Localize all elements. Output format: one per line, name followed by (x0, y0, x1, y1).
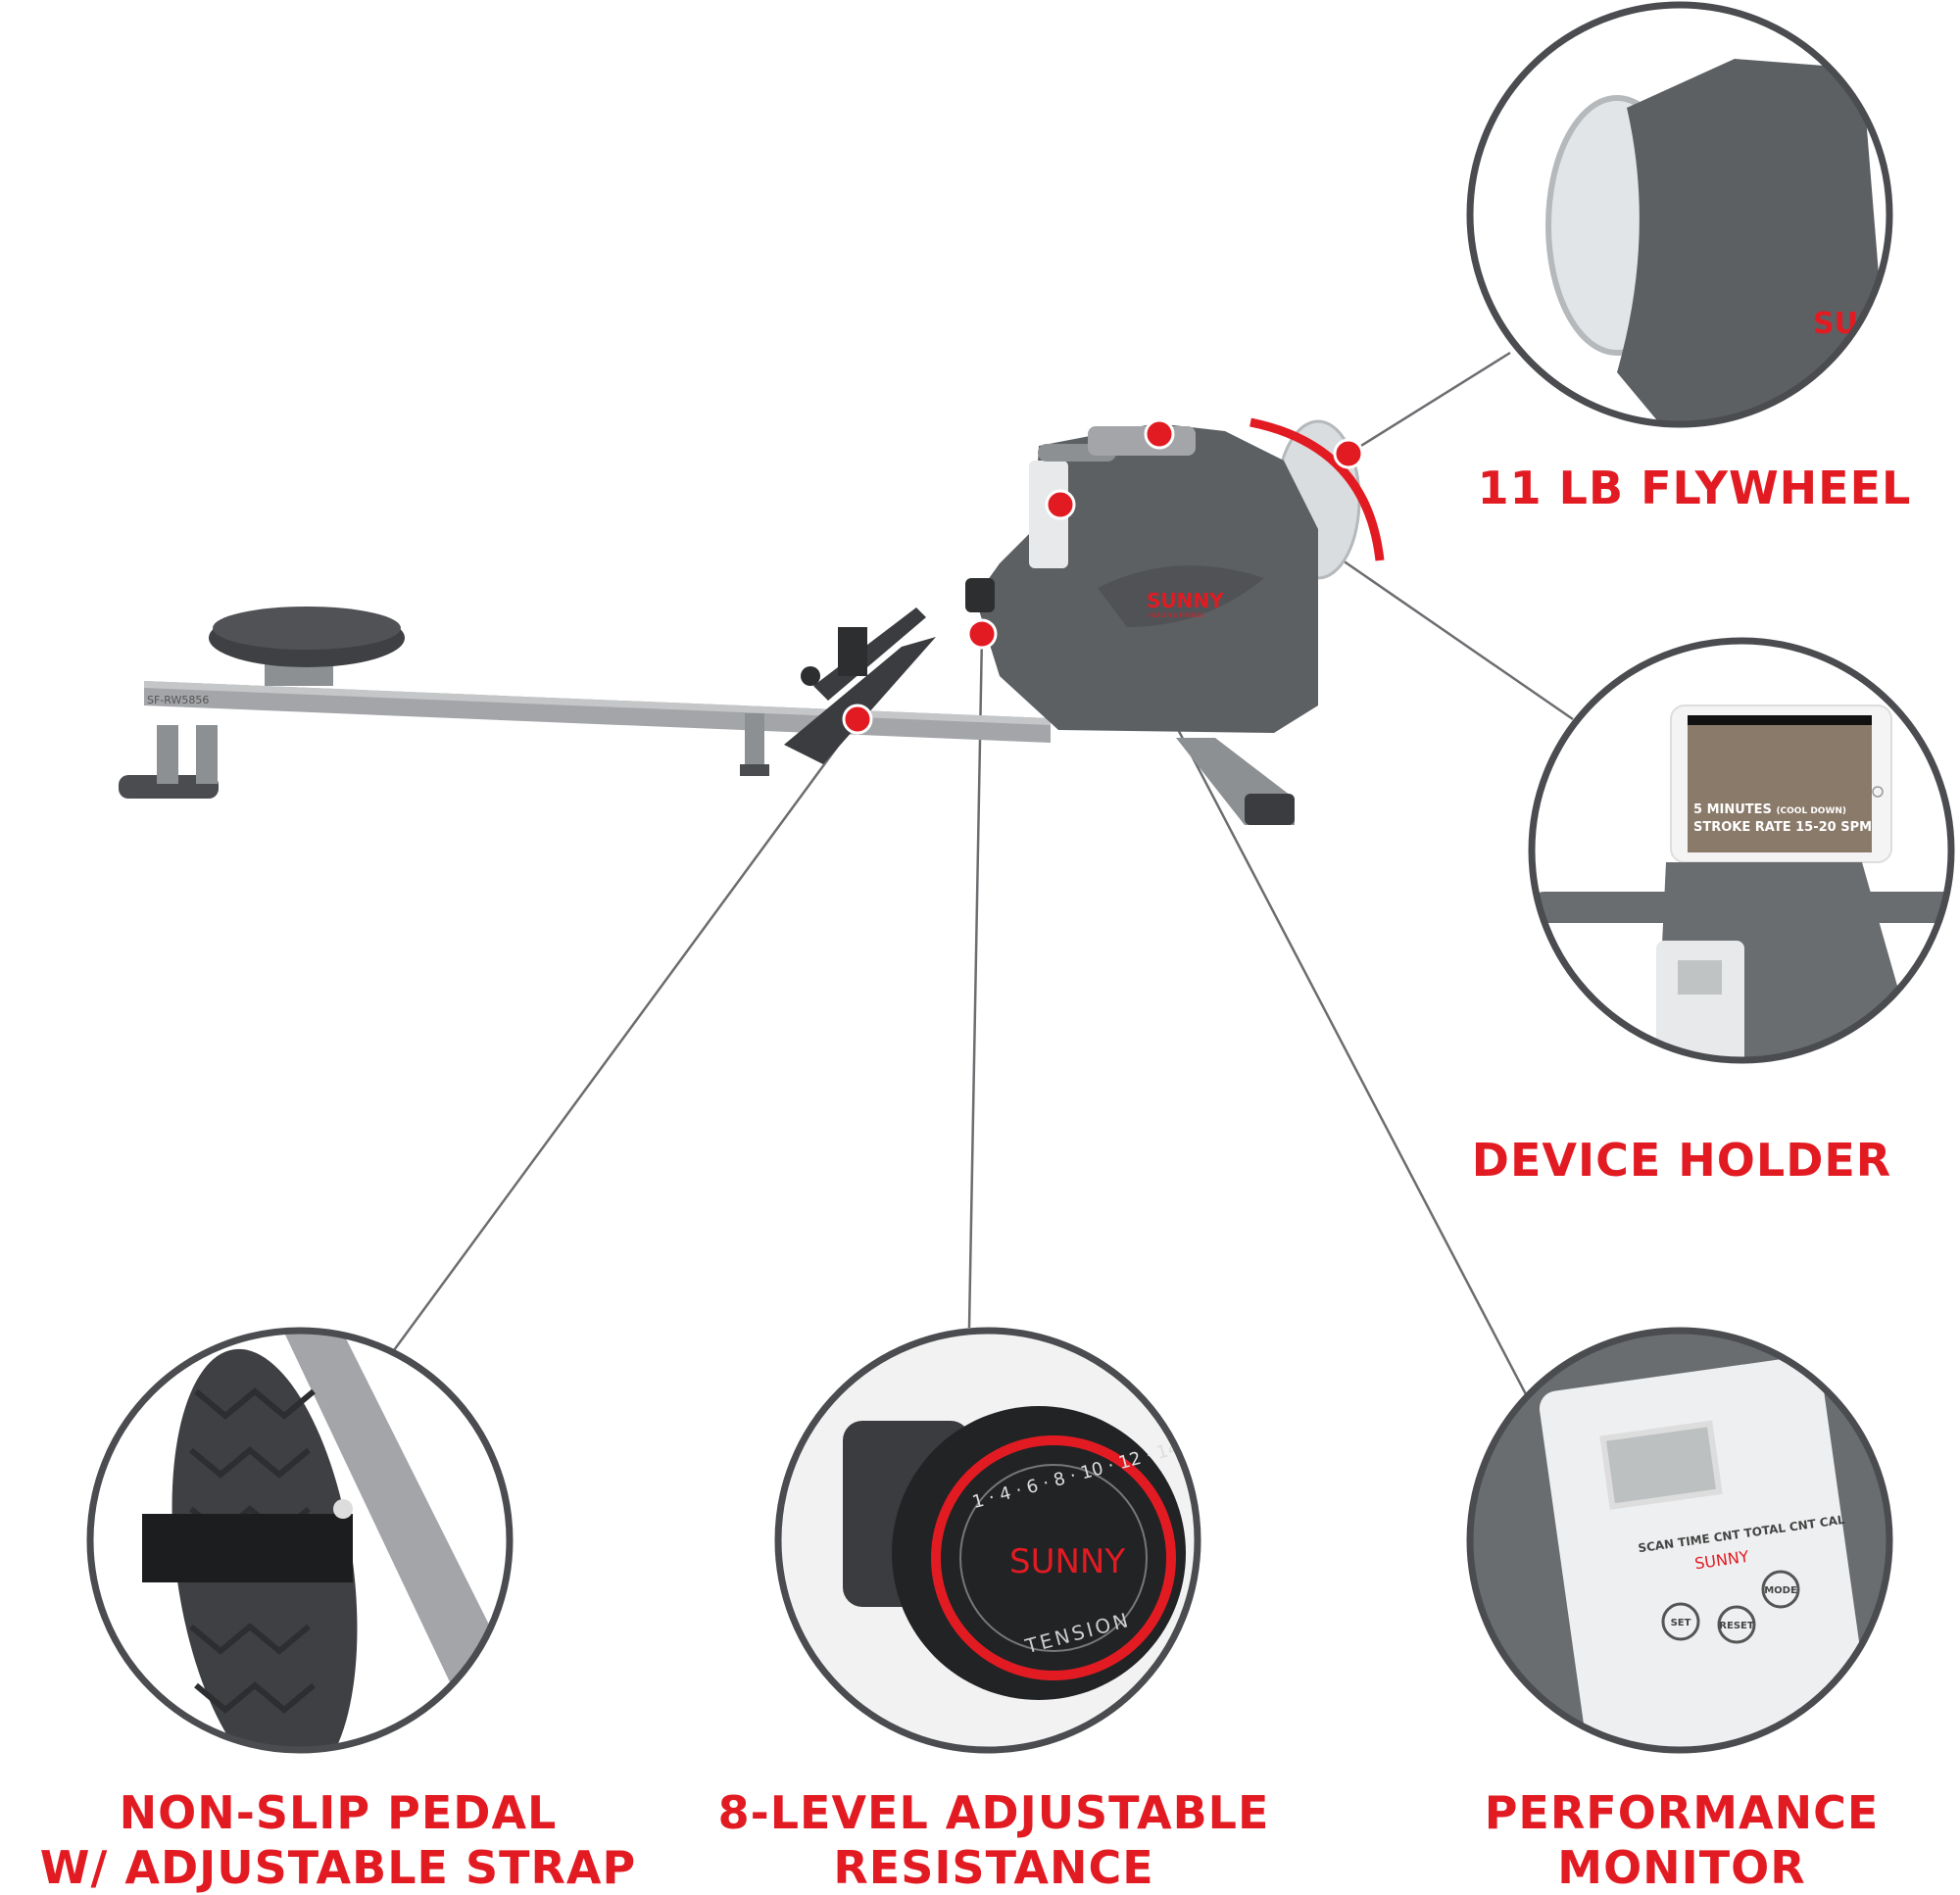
callout-lines (392, 351, 1574, 1395)
callout-line-resistance (967, 633, 984, 1329)
svg-text:HEALTH & FITNESS: HEALTH & FITNESS (1149, 612, 1204, 619)
label-resistance-line1: 8-LEVEL ADJUSTABLE (717, 1786, 1270, 1839)
label-resistance: 8-LEVEL ADJUSTABLE RESISTANCE (718, 1785, 1270, 1895)
label-monitor-line1: PERFORMANCE (1484, 1786, 1880, 1839)
handlebar (1532, 892, 1951, 923)
svg-text:SUNNY: SUNNY (1813, 307, 1930, 341)
front-foot (119, 775, 219, 799)
hotspot-monitor (1045, 489, 1076, 520)
reset-button: RESET (1719, 1621, 1754, 1631)
svg-text:5 MINUTES (COOL DOWN): 5 MINUTES (COOL DOWN) (1693, 802, 1846, 817)
hotspots (842, 418, 1364, 735)
label-pedal-line2: W/ ADJUSTABLE STRAP (39, 1841, 637, 1894)
hotspot-pedal (842, 704, 873, 735)
pedal-right (813, 607, 926, 701)
detail-monitor: SCAN TIME CNT TOTAL CNT CAL SUNNY SET RE… (1466, 1327, 1893, 1754)
pedal-left (784, 637, 936, 764)
brand-logo: SUNNY (1147, 589, 1224, 612)
svg-text:SUNNY: SUNNY (1009, 1542, 1125, 1581)
flywheel-arc (1250, 417, 1385, 561)
label-pedal: NON-SLIP PEDAL W/ ADJUSTABLE STRAP (40, 1785, 636, 1895)
mode-button: MODE (1764, 1585, 1797, 1596)
callout-line-flywheel (1348, 351, 1511, 456)
hotspot-device-holder (1144, 418, 1175, 450)
rowing-machine: SF-RW5856 SUNNY HEALTH & FITNESS (119, 419, 1361, 825)
hotspot-resistance (966, 618, 998, 650)
label-resistance-line2: RESISTANCE (833, 1841, 1154, 1894)
tension-knob (965, 578, 995, 612)
monitor (1029, 461, 1068, 568)
strap (142, 1514, 353, 1582)
callout-line-pedal (392, 718, 859, 1351)
hotspot-flywheel (1333, 438, 1364, 469)
model-number: SF-RW5856 (147, 694, 209, 706)
detail-pedal (86, 1327, 514, 1754)
set-button: SET (1671, 1618, 1691, 1628)
svg-text:STROKE RATE 15-20 SPM: STROKE RATE 15-20 SPM (1693, 820, 1872, 835)
label-monitor: PERFORMANCE MONITOR (1485, 1785, 1880, 1895)
detail-resistance: 1 · 4 · 6 · 8 · 10 · 12 · 14 · 16 SUNNY … (774, 1327, 1201, 1754)
detail-flywheel: SUNNY (1466, 1, 1930, 428)
label-device-holder: DEVICE HOLDER (1471, 1134, 1892, 1187)
label-monitor-line2: MONITOR (1557, 1841, 1806, 1894)
label-pedal-line1: NON-SLIP PEDAL (119, 1786, 558, 1839)
label-flywheel: 11 LB FLYWHEEL (1477, 462, 1912, 514)
detail-device-holder: 5 MINUTES (COOL DOWN) STROKE RATE 15-20 … (1528, 637, 1955, 1064)
